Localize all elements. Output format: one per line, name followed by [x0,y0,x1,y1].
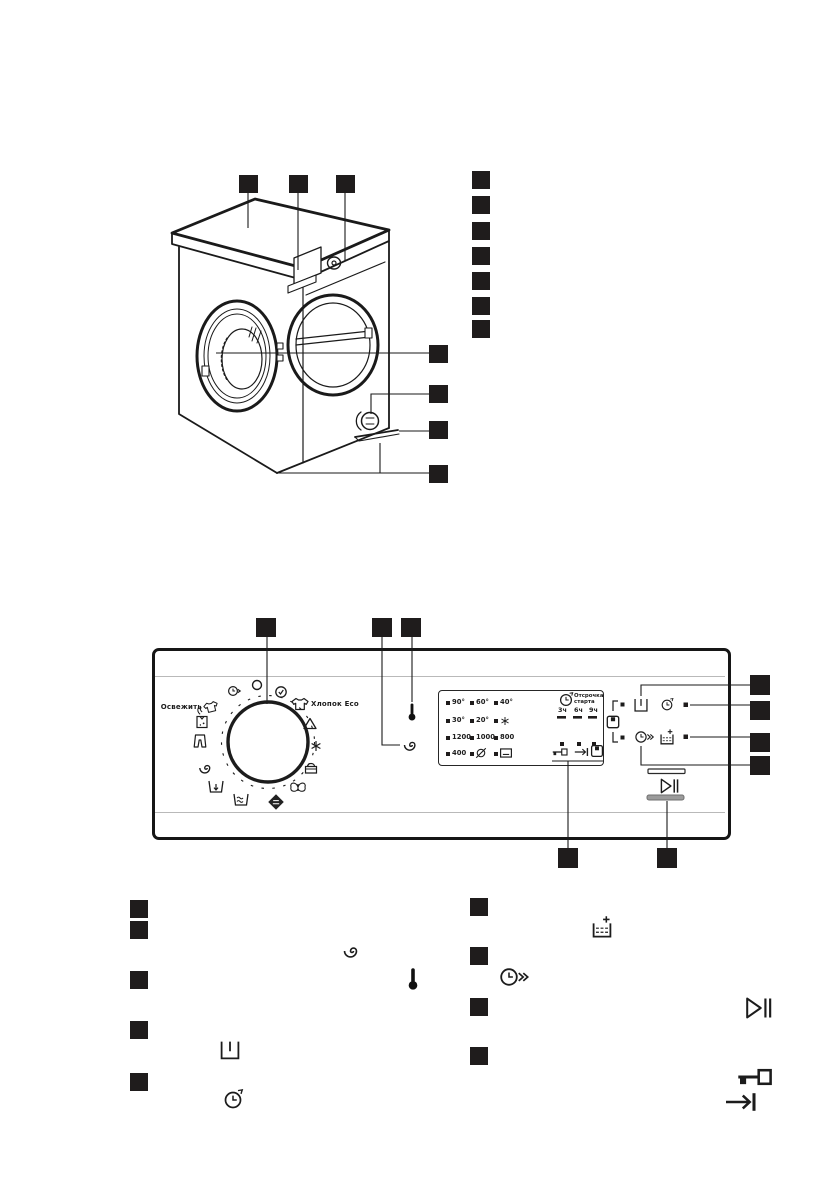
indicator-drain [577,742,581,746]
indicator-800 [494,736,498,740]
indicator-30 [446,719,450,723]
indicator-rinse-hold [494,752,498,756]
indicator-20 [470,719,474,723]
delay-6h: 6ч [574,706,583,714]
callout-marker [256,618,276,637]
callout-marker [750,675,770,695]
legend-extra-rinse-icon [592,915,612,938]
indicator-90 [446,701,450,705]
temp-60: 60° [476,698,489,706]
program-label-cotton-eco: Хлопок Eco [311,700,359,708]
callout-marker [130,971,148,989]
delay-start-label-line2: старта [574,699,595,705]
callout-marker [472,171,490,189]
callout-marker [336,175,355,193]
delay-3h: 3ч [558,706,567,714]
indicator-door [592,742,596,746]
indicator-1200 [446,736,450,740]
spin-1000: 1000 [476,733,495,741]
program-label-refresh: Освежить [160,703,202,711]
legend-prewash-tub-icon [220,1040,240,1060]
callout-marker [472,247,490,265]
callout-marker [472,297,490,315]
callout-marker [750,733,770,752]
callout-marker [657,848,677,868]
callout-marker [130,1073,148,1091]
callout-marker [401,618,421,637]
callout-marker [429,345,448,363]
legend-time-manager-icon [500,968,529,986]
callout-marker [130,900,148,918]
callout-marker [429,385,448,403]
indicator-40 [494,701,498,705]
washing-machine-illustration [170,197,400,474]
legend-delay-start-clock-icon [224,1089,244,1109]
spin-400: 400 [452,749,467,757]
callout-marker [429,421,448,439]
open-door [195,299,279,413]
indicator-child-lock [560,742,564,746]
indicator-60 [470,701,474,705]
callout-marker [472,272,490,290]
callout-marker [470,947,488,965]
machine-dial-knob [326,256,342,270]
indicator-cold [494,719,498,723]
callout-marker [429,465,448,483]
delay-9h: 9ч [589,706,598,714]
callout-marker [130,921,148,939]
callout-marker [470,1047,488,1065]
legend-thermometer-icon [408,968,418,990]
drain-filter [360,411,380,431]
callout-marker [130,1021,148,1039]
callout-marker [750,756,770,775]
indicator-400 [446,752,450,756]
legend-child-lock-key-icon [736,1068,773,1086]
legend-spin-spiral-icon [343,947,358,958]
legend-start-pause-icon [746,997,772,1019]
callout-marker [472,320,490,338]
callout-marker [239,175,258,193]
callout-marker [472,222,490,240]
spin-1200: 1200 [452,733,471,741]
indicator-1000 [470,736,474,740]
temp-30: 30° [452,716,465,724]
porthole [286,293,380,397]
panel-inner-bottom-line [155,812,725,813]
callout-marker [372,618,392,637]
indicator-no-spin [470,752,474,756]
callout-marker [470,998,488,1016]
temp-90: 90° [452,698,465,706]
callout-marker [472,196,490,214]
callout-marker [750,701,770,720]
callout-marker [470,898,488,916]
detergent-drawer [293,246,322,285]
callout-marker [289,175,308,193]
temp-20: 20° [476,716,489,724]
temp-40: 40° [500,698,513,706]
delay-start-label-line1: Отсрочка [574,693,604,699]
spin-800: 800 [500,733,515,741]
legend-drain-arrow-icon [724,1091,756,1113]
panel-inner-top-line [155,676,725,677]
callout-marker [558,848,578,868]
